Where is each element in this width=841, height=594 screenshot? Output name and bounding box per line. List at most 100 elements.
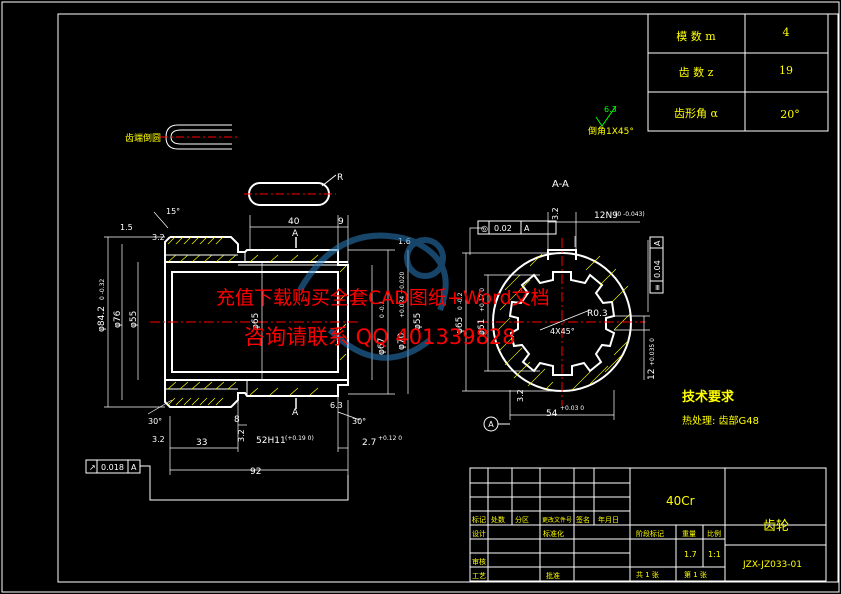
tb-col-mark: 标记 — [472, 515, 486, 524]
dim-len-40: 40 — [288, 217, 300, 227]
dim-angle-30a: 30° — [148, 417, 162, 426]
param-label-teeth: 齿 数 z — [679, 66, 714, 79]
sec-dim-4x45: 4X45° — [550, 327, 575, 336]
dim-dia-65: φ65 — [251, 313, 261, 330]
chamfer-note: 倒角1X45° — [588, 125, 634, 137]
dim-ra-3.2: 3.2 — [152, 233, 165, 242]
tb-col-change: 更改文件号 — [542, 516, 572, 524]
chamfer-roughness: 6.3 — [604, 105, 617, 114]
radius-leader — [321, 174, 337, 187]
tb-sheet-no: 第 1 张 — [684, 570, 707, 579]
tb-col-zone: 分区 — [515, 515, 529, 524]
dim-dia-55: φ55 — [129, 311, 139, 328]
datum-label: A — [488, 420, 494, 429]
radial-tol-ref: A — [524, 224, 530, 233]
param-value-teeth: 19 — [779, 64, 793, 77]
dim-ra-3.2c: 3.2 — [152, 435, 165, 444]
tech-title: 技术要求 — [682, 389, 735, 405]
sec-dim-r03: R0.3 — [587, 309, 608, 319]
sec-dim-61-tol: +0.17 0 — [479, 288, 486, 312]
radius-label: R — [337, 173, 343, 183]
param-label-angle: 齿形角 α — [674, 107, 718, 120]
tb-sheets: 共 1 张 — [636, 570, 659, 579]
sec-dim-12-tol: +0.035 0 — [649, 338, 656, 366]
section-marker-top: A — [292, 229, 299, 239]
runout-symbol: ↗ — [89, 463, 96, 472]
spline-bore — [508, 271, 616, 376]
tb-stage: 阶段标记 — [636, 529, 664, 538]
tb-row-design: 设计 — [472, 529, 486, 538]
param-value-module: 4 — [783, 26, 790, 39]
tb-drawing-no: JZX-JZ033-01 — [742, 560, 802, 570]
dim-ra-1.5: 1.5 — [120, 223, 133, 232]
dim-hole: 52H11 — [256, 436, 286, 446]
dim-angle-30b: 30° — [352, 417, 366, 426]
runout-ref: A — [131, 463, 137, 472]
tooth-end-label: 齿端倒圆 — [125, 132, 161, 144]
tb-col-date: 年月日 — [598, 515, 619, 524]
radial-tol-symbol: ◎ — [481, 224, 488, 233]
tb-scale-label: 比例 — [707, 529, 721, 538]
dim-dia-67: φ67 — [377, 338, 387, 355]
dim-key-tol: (0 -0.043) — [615, 211, 645, 218]
dim-dia-84-tol: 0 -0.32 — [99, 279, 106, 300]
tb-weight-value: 1.7 — [684, 550, 697, 559]
dim-angle-15: 15° — [166, 207, 180, 216]
main-dim-lines — [104, 215, 409, 475]
gear-inner-lines — [165, 252, 338, 396]
dim-len-92: 92 — [250, 467, 261, 477]
dim-dia-84: φ84.2 — [97, 306, 107, 332]
param-value-angle: 20° — [780, 108, 800, 121]
sec-dim-61: φ61 — [477, 319, 487, 336]
sec-dim-65: φ65 — [455, 317, 465, 334]
section-marker-bottom: A — [292, 408, 299, 418]
runout-value: 0.018 — [101, 463, 124, 472]
tb-approve: 批准 — [546, 571, 560, 580]
section-hatch — [497, 253, 631, 391]
dim-len-9: 9 — [338, 217, 344, 227]
dim-len-8: 8 — [234, 415, 240, 425]
sec-dim-54-tol: +0.03 0 — [560, 405, 584, 412]
section-dim-lines — [462, 212, 650, 420]
watermark-logo — [297, 232, 449, 361]
symmetry-tol-value: 0.04 — [653, 260, 662, 278]
symmetry-tol-frame — [649, 236, 664, 294]
dim-len-33: 33 — [196, 438, 207, 448]
tb-part-name: 齿轮 — [763, 519, 789, 534]
tb-weight-label: 重量 — [682, 530, 696, 538]
parameter-table — [647, 13, 829, 132]
inner-border — [57, 13, 839, 583]
tb-scale-value: 1:1 — [708, 550, 721, 559]
tb-row-process: 工艺 — [472, 572, 486, 580]
dim-len-2.7: 2.7 — [362, 438, 376, 448]
title-block — [469, 467, 827, 582]
tech-note: 热处理: 齿部G48 — [682, 414, 759, 427]
dim-dia-70-tol: +0.024 +0.020 — [399, 272, 406, 318]
tb-row-review: 审核 — [472, 557, 486, 566]
dim-dia-76: φ76 — [113, 310, 123, 328]
symmetry-tol-symbol: ≡ — [653, 284, 662, 291]
tb-col-count: 处数 — [491, 515, 505, 524]
sec-dim-12: 12 — [647, 369, 657, 380]
tb-std: 标准化 — [543, 529, 564, 538]
dim-ra-3.2b: 3.2 — [237, 429, 246, 442]
sec-dim-54: 54 — [546, 409, 558, 419]
angle-leader — [153, 211, 169, 229]
watermark-line2: 咨询请联系 QQ 401339828 — [244, 325, 516, 349]
symmetry-tol-ref: A — [653, 240, 662, 246]
dim-ra-section: 3.2 — [551, 207, 560, 220]
dim-key-width: 12N9 — [594, 211, 618, 221]
radial-tol-frame — [477, 220, 557, 235]
sec-ra-3.2: 3.2 — [516, 389, 525, 402]
section-title: A-A — [552, 179, 569, 190]
dim-ra-6.3: 6.3 — [330, 401, 343, 410]
dim-dia-67-tol: 0 -0.1 — [379, 300, 386, 318]
watermark-line1: 充值下载购买全套CAD图纸+Word文档 — [216, 287, 550, 309]
gear-hatch — [167, 236, 347, 406]
dim-hole-tol: (+0.19 0) — [285, 435, 314, 442]
dim-len-2.7-tol: +0.12 0 — [378, 435, 402, 442]
param-label-module: 模 数 m — [676, 30, 716, 43]
tb-col-sign: 签名 — [576, 515, 590, 524]
